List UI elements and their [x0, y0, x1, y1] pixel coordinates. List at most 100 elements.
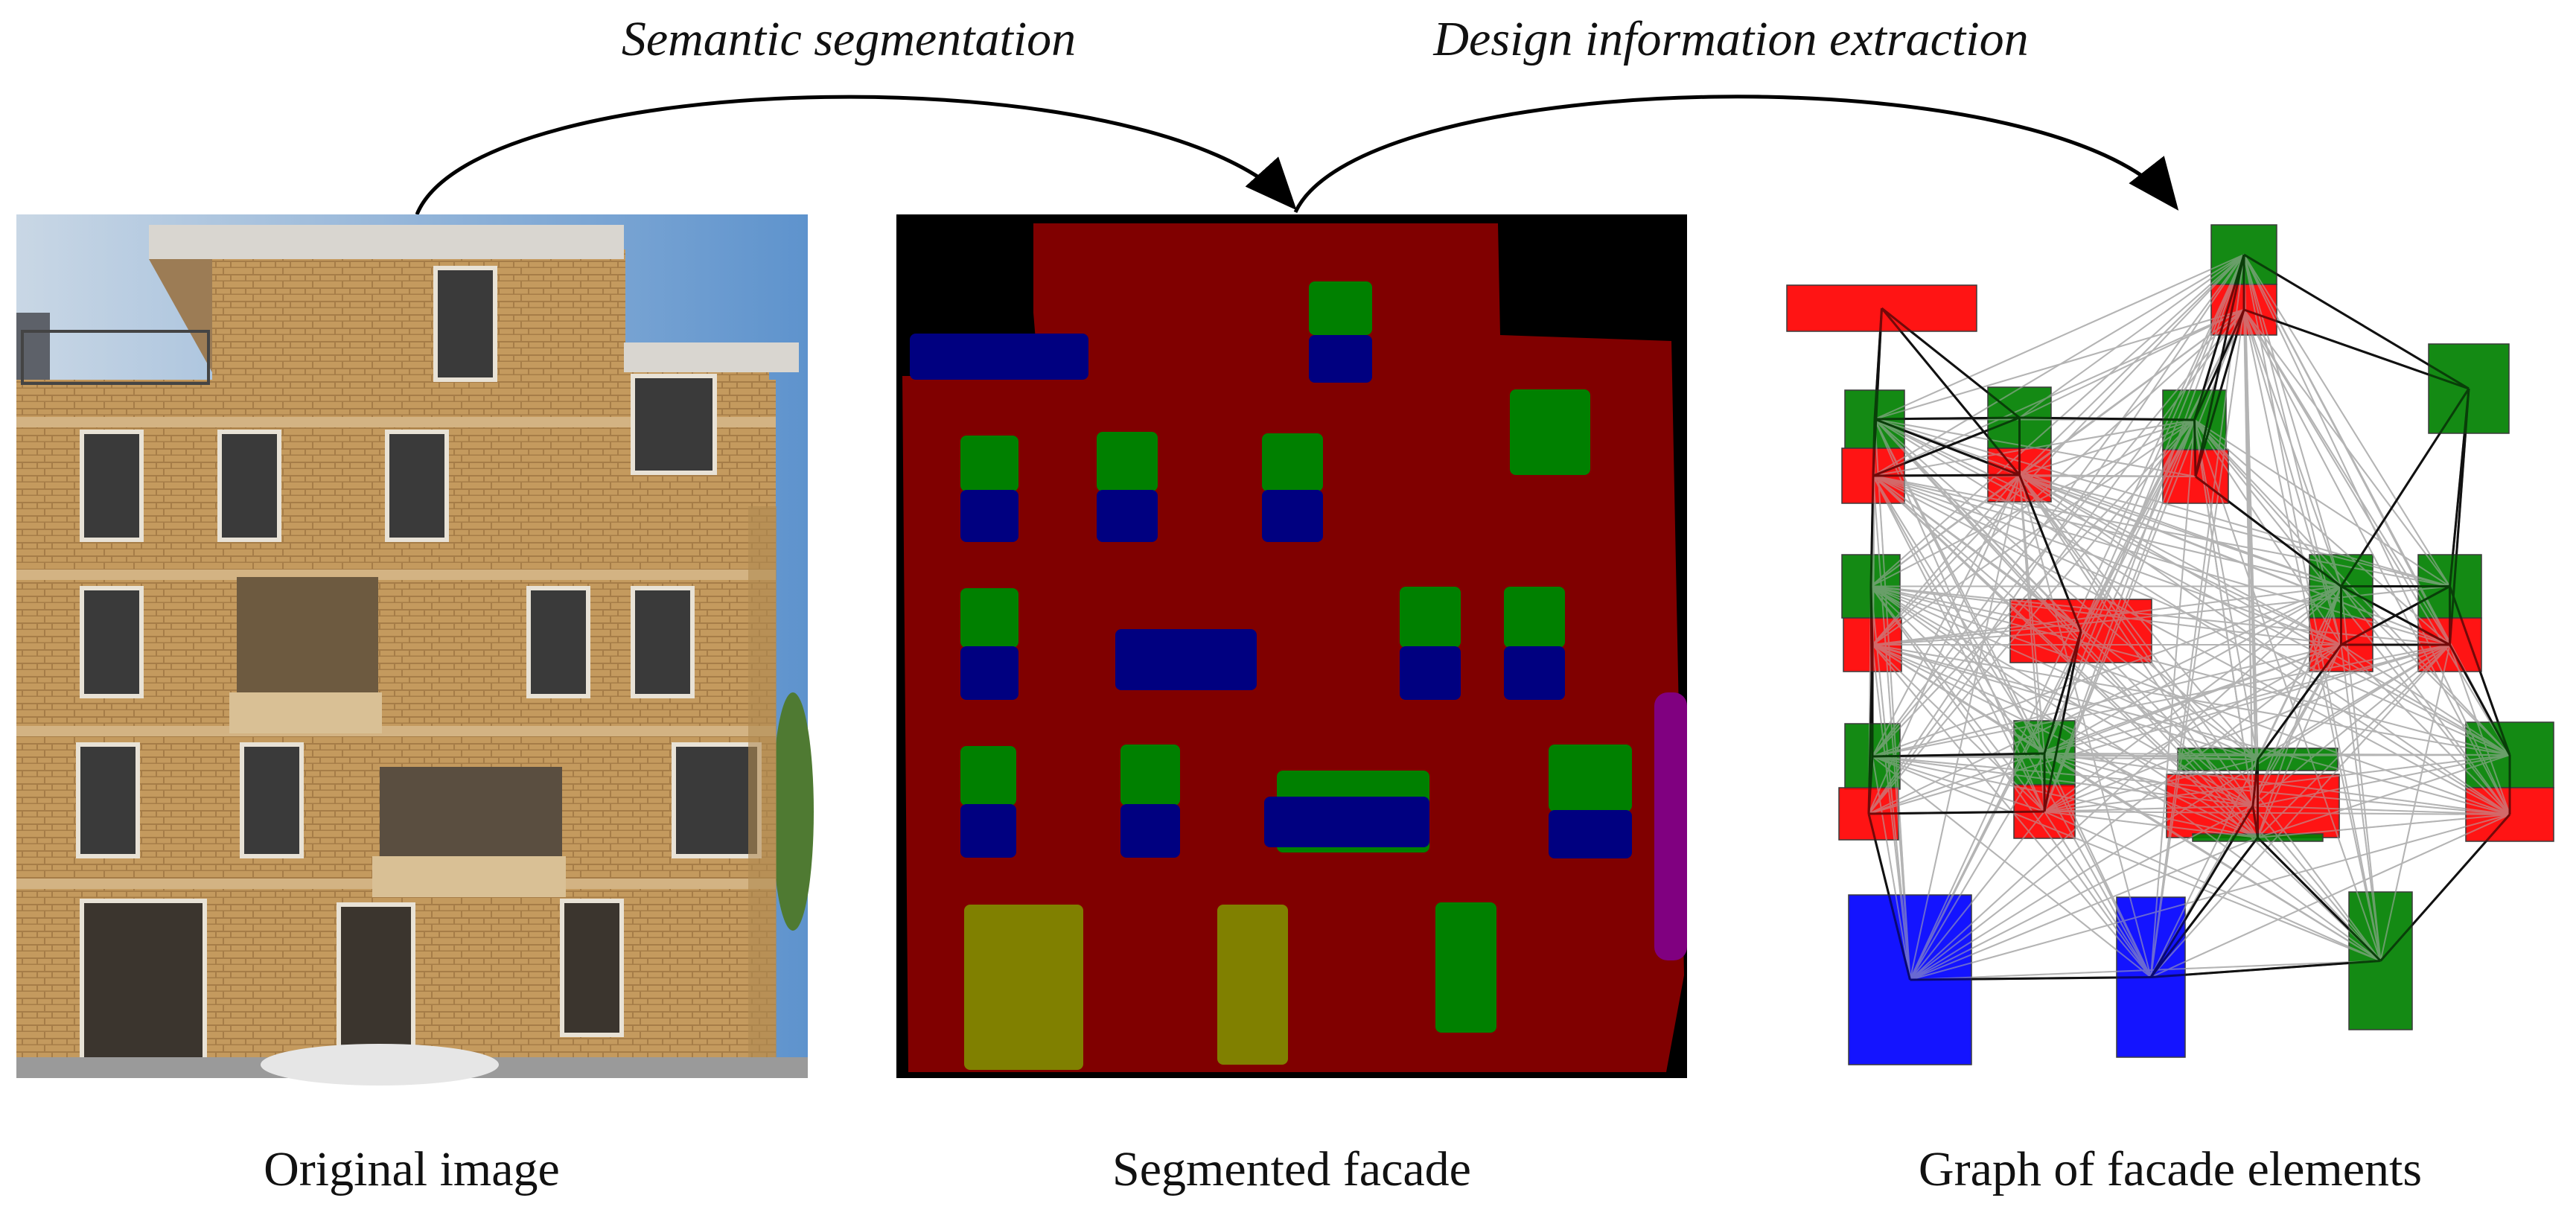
graph-edge-strong: [2018, 474, 2082, 632]
graph-edge-strong: [2043, 631, 2082, 754]
graph-edge-weak: [1909, 474, 2021, 981]
graph-edge-strong: [1867, 644, 1874, 815]
graph-edge-weak: [2019, 474, 2341, 587]
graph-edge-weak: [1870, 585, 2152, 978]
graph-edge-strong: [2449, 388, 2470, 646]
graph-edge-strong: [2194, 309, 2245, 477]
graph-edge-weak: [2193, 419, 2342, 587]
graph-edge-strong: [2149, 837, 2259, 978]
graph-edge-weak: [1910, 960, 2381, 981]
graph-edge-weak: [2150, 254, 2245, 978]
graph-edge-strong: [1869, 475, 1875, 587]
graph-edge-weak: [1872, 419, 2196, 646]
graph-edge-weak: [1872, 644, 1911, 981]
graph-edge-weak: [1909, 585, 2342, 981]
graph-edge-weak: [1872, 475, 2382, 962]
graph-edge-weak: [2252, 586, 2342, 806]
graph-edge-weak: [2243, 309, 2382, 961]
graph-edge-weak: [2018, 474, 2254, 807]
graph-edge-weak: [1872, 474, 2021, 646]
graph-edge-weak: [2243, 309, 2451, 646]
graph-edge-strong: [1868, 810, 2045, 815]
graph-edge-weak: [1874, 309, 2245, 420]
graph-edge-strong: [1872, 418, 1876, 476]
graph-edge-weak: [2019, 309, 2245, 418]
graph-edge-weak: [1910, 814, 2510, 981]
graph-edge-weak: [1870, 419, 2195, 587]
graph-edge-weak: [2044, 811, 2510, 815]
segmented-facade-caption: Segmented facade: [1112, 1142, 1471, 1196]
graph-edge-strong: [2257, 836, 2382, 962]
graph-edge-weak: [1872, 630, 2082, 646]
graph-edge-weak: [1872, 475, 1911, 981]
graph-edge-weak: [1868, 585, 2341, 815]
graph-edge-weak: [2044, 753, 2254, 807]
graph-edge-weak: [1872, 756, 2510, 815]
graph-edge-strong: [2251, 806, 2259, 838]
graph-edge-weak: [2044, 753, 2258, 760]
graph-edge-weak: [1872, 756, 2254, 807]
graph-edge-weak: [1872, 419, 2196, 757]
graph-caption: Graph of facade elements: [1919, 1142, 2422, 1196]
graph-edge-weak: [1870, 254, 2245, 587]
graph-edge-weak: [1872, 756, 2152, 978]
graph-edge-strong: [1867, 756, 1874, 815]
graph-edge-weak: [2243, 254, 2510, 815]
graph-edge-weak: [2044, 753, 2510, 756]
graph-edge-weak: [1872, 475, 2259, 760]
graph-edge-weak: [2018, 254, 2245, 476]
graph-edge-weak: [2018, 254, 2245, 418]
graph-edge-strong: [2150, 960, 2381, 978]
graph-edge-weak: [2243, 254, 2451, 587]
graph-edge-weak: [1872, 585, 2450, 646]
graph-edge-strong: [2193, 309, 2245, 421]
segmentation-step-label: Semantic segmentation: [622, 12, 1076, 66]
graph-edge-strong: [1881, 307, 2021, 419]
graph-edge-strong: [2257, 644, 2342, 760]
graph-edge-weak: [2150, 644, 2451, 978]
graph-edge-weak: [1870, 474, 2021, 587]
graph-edge-weak: [2019, 474, 2450, 646]
graph-edge-strong: [1872, 474, 2020, 477]
graph-edge-weak: [1872, 644, 2341, 757]
graph-edge-weak: [1910, 837, 2258, 981]
graph-edge-weak: [2257, 586, 2342, 838]
graph-edge-weak: [2257, 814, 2510, 838]
graph-edge-weak: [2044, 805, 2254, 812]
graph-edge-weak: [2340, 585, 2510, 756]
graph-edge-weak: [2150, 586, 2342, 978]
graph-edge-weak: [2044, 644, 2450, 812]
graph-edge-strong: [1874, 416, 2020, 421]
graph-edge-weak: [2044, 753, 2152, 978]
graph-edge-weak: [2044, 811, 2381, 962]
graph-edge-weak: [1872, 756, 2381, 962]
graph-edge-weak: [1874, 418, 2510, 815]
graph-edge-strong: [2379, 814, 2511, 962]
graph-edge-weak: [2044, 811, 2152, 978]
graph-edge-weak: [1872, 475, 2152, 978]
graph-edge-weak: [1872, 644, 2258, 760]
graph-edge-weak: [1909, 419, 2196, 981]
graph-edge-strong: [2019, 416, 2195, 421]
graph-edge-weak: [1872, 644, 2450, 757]
segmentation-mask: [896, 214, 1687, 1078]
graph-edge-strong: [2243, 253, 2470, 390]
segmentation-arrow: [415, 95, 1297, 215]
graph-edge-weak: [2080, 419, 2196, 631]
graph-edge-strong: [1881, 307, 2021, 476]
graph-edge-weak: [2019, 474, 2510, 756]
graph-edge-strong: [1872, 416, 2021, 477]
graph-edge-weak: [2019, 419, 2195, 476]
graph-edge-strong: [2449, 644, 2511, 756]
graph-edge-weak: [1910, 805, 2254, 981]
graph-edge-weak: [1872, 475, 2341, 587]
graph-edge-weak: [1872, 309, 2245, 646]
graph-edge-weak: [2044, 754, 2510, 812]
graph-edges-overlay: [1867, 253, 2511, 981]
graph-edge-weak: [1868, 419, 2196, 815]
graph-edge-weak: [2044, 759, 2258, 812]
graph-edge-strong: [2149, 805, 2254, 978]
original-image-caption: Original image: [264, 1142, 560, 1196]
graph-edge-weak: [2257, 644, 2451, 838]
